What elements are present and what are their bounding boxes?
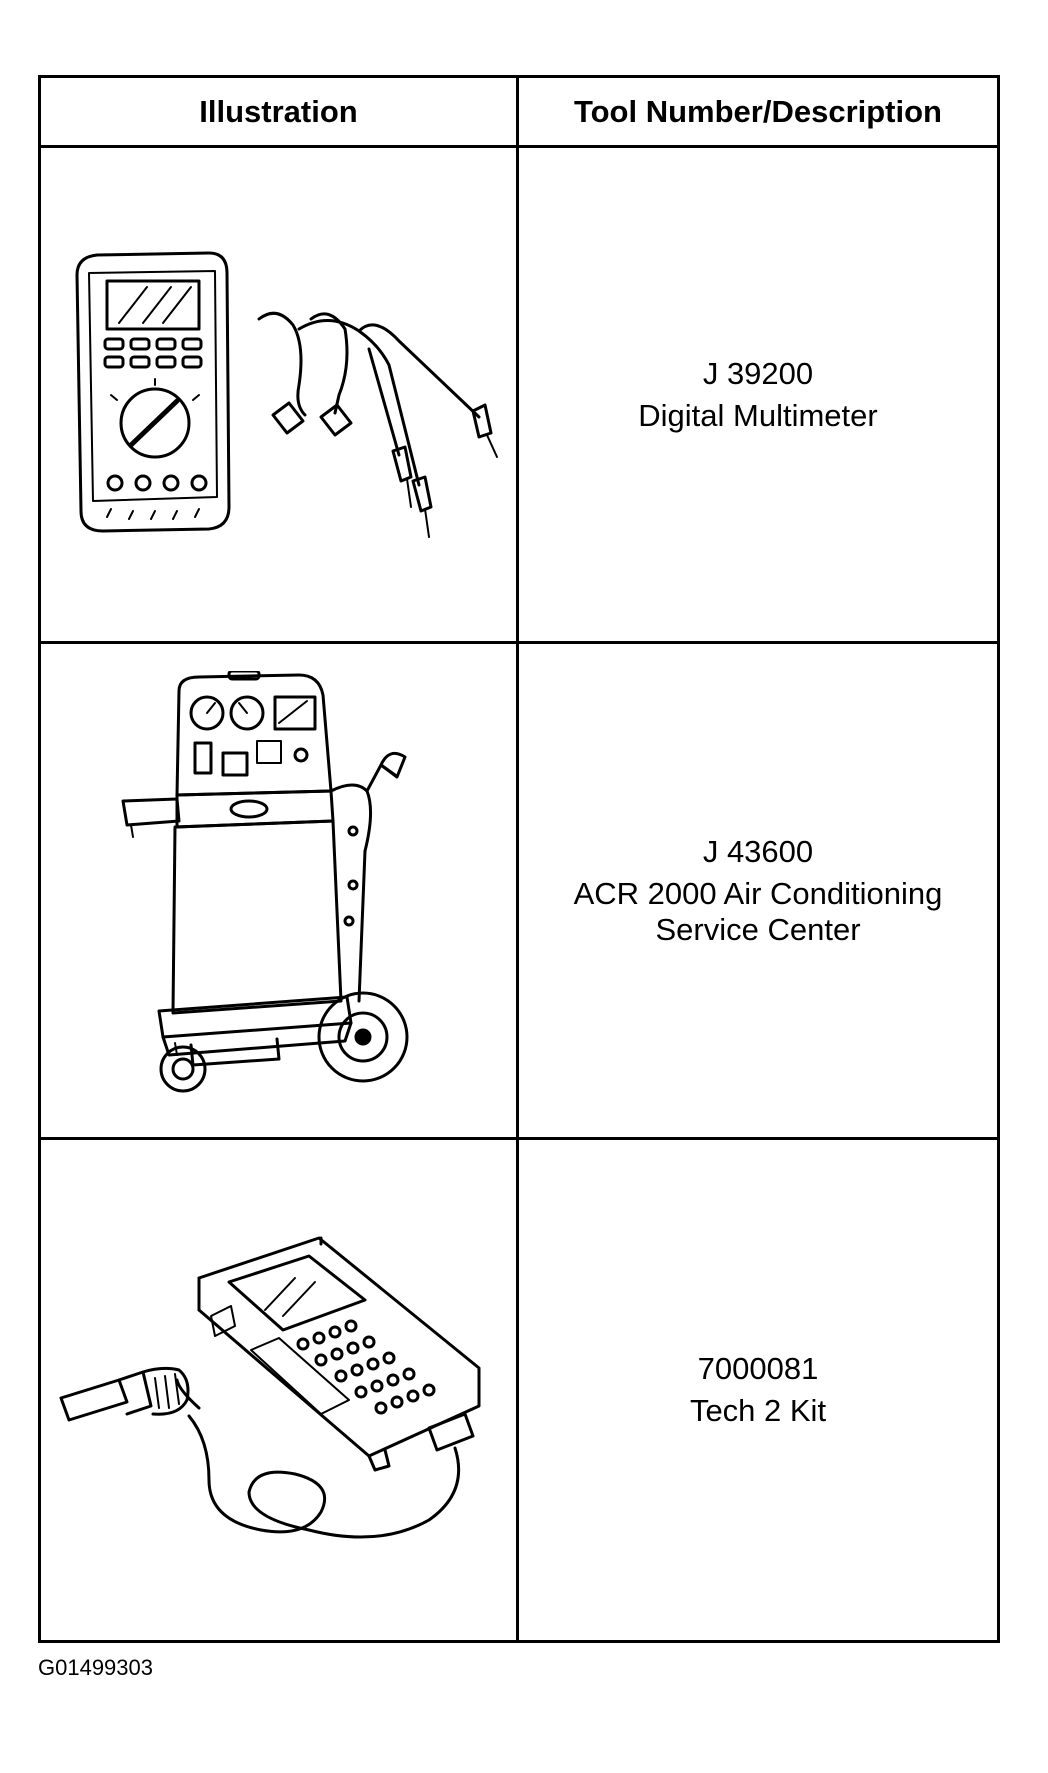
tool-number: J 39200	[702, 355, 814, 391]
tool-description: Digital Multimeter	[638, 397, 878, 433]
illustration-cell-1	[41, 148, 519, 644]
tech2-scan-tool-icon	[59, 1236, 480, 1539]
description-cell-1: J 39200 Digital Multimeter	[519, 148, 997, 644]
description-cell-2: J 43600 ACR 2000 Air Conditioning Servic…	[519, 644, 997, 1140]
ac-service-center-icon	[121, 670, 408, 1092]
figure-id: G01499303	[38, 1655, 153, 1680]
tool-table: Illustration Tool Number/Description	[38, 75, 1000, 1643]
illustration-cell-3	[41, 1140, 519, 1640]
illustration-cell-2	[41, 644, 519, 1140]
header-tool-number-description: Tool Number/Description	[519, 78, 997, 148]
digital-multimeter-icon	[75, 251, 498, 538]
tool-number: J 43600	[702, 833, 814, 869]
description-cell-3: 7000081 Tech 2 Kit	[519, 1140, 997, 1640]
header-illustration: Illustration	[41, 78, 519, 148]
tool-description: Tech 2 Kit	[689, 1393, 827, 1428]
tool-description: ACR 2000 Air Conditioning Service Center	[573, 875, 943, 947]
tool-number: 7000081	[697, 1351, 819, 1386]
